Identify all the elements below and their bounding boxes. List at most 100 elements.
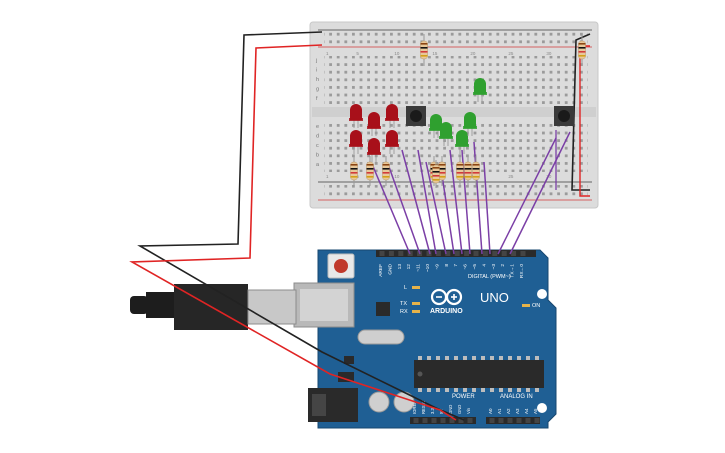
column-number: 25: [508, 174, 514, 179]
reset-button[interactable]: [334, 259, 348, 273]
digital-pin-label: GND: [387, 263, 393, 274]
signal-wire[interactable]: [401, 149, 431, 255]
column-number: 30: [546, 51, 552, 56]
red-led[interactable]: [385, 104, 399, 128]
row-letter: a: [316, 162, 320, 168]
column-number: 1: [326, 51, 329, 56]
arduino-uno-board: L TX RX ON ARDUINO UNO DIGITAL (PWM~) PO…: [293, 249, 557, 429]
signal-wire[interactable]: [387, 163, 421, 255]
header-pin[interactable]: [489, 418, 495, 423]
header-pin[interactable]: [525, 418, 531, 423]
atmega-chip: [414, 360, 544, 388]
signal-wire[interactable]: [473, 141, 483, 255]
rx-led: [412, 310, 420, 313]
header-pin[interactable]: [520, 251, 526, 256]
header-pin[interactable]: [413, 418, 419, 423]
signal-wire[interactable]: [497, 137, 557, 255]
header-pin[interactable]: [440, 418, 446, 423]
resistor[interactable]: [350, 156, 358, 186]
green-led[interactable]: [463, 112, 477, 136]
header-pin[interactable]: [445, 251, 451, 256]
chip-pin: [526, 388, 530, 392]
signal-wire[interactable]: [483, 161, 491, 255]
chip-pin: [526, 356, 530, 360]
header-pin[interactable]: [467, 418, 473, 423]
header-pin[interactable]: [482, 251, 488, 256]
power-wire[interactable]: [129, 44, 457, 421]
digital-pin-label: TX→1: [510, 264, 516, 278]
header-pin[interactable]: [473, 251, 479, 256]
header-pin[interactable]: [507, 418, 513, 423]
red-led[interactable]: [349, 130, 363, 154]
green-led[interactable]: [439, 122, 453, 146]
header-pin[interactable]: [422, 418, 428, 423]
chip-pin: [454, 356, 458, 360]
pushbutton[interactable]: [554, 106, 574, 126]
green-led[interactable]: [429, 114, 443, 138]
digital-pin-label: ~10: [425, 264, 431, 272]
resistor[interactable]: [578, 34, 586, 66]
analog-pin-label: A4: [524, 408, 529, 414]
on-label: ON: [532, 303, 540, 309]
header-pin[interactable]: [379, 251, 385, 256]
resistor[interactable]: [472, 156, 480, 186]
header-pin[interactable]: [501, 251, 507, 256]
header-pin[interactable]: [435, 251, 441, 256]
header-pin[interactable]: [431, 418, 437, 423]
header-pin[interactable]: [454, 251, 460, 256]
usb-plug-metal: [247, 289, 297, 325]
pushbutton[interactable]: [406, 106, 426, 126]
power-pin-label: RESET: [421, 400, 426, 414]
resistor[interactable]: [464, 156, 472, 186]
chip-pins: [418, 356, 539, 392]
header-pin[interactable]: [464, 251, 470, 256]
row-letter: b: [316, 153, 319, 159]
row-letter: c: [316, 143, 319, 149]
header-pin[interactable]: [511, 251, 517, 256]
row-letter: f: [316, 96, 318, 102]
resistor[interactable]: [456, 156, 464, 186]
smd-chip: [376, 302, 390, 316]
red-led[interactable]: [367, 138, 381, 162]
signal-wire[interactable]: [417, 149, 437, 255]
center-channel: [312, 107, 596, 117]
chip-pin: [472, 388, 476, 392]
red-led[interactable]: [367, 112, 381, 136]
signal-wire[interactable]: [425, 161, 447, 255]
tx-led: [412, 302, 420, 305]
header-pin[interactable]: [398, 251, 404, 256]
header-pin[interactable]: [458, 418, 464, 423]
header-pin[interactable]: [534, 418, 540, 423]
regulator: [344, 356, 354, 364]
red-led[interactable]: [349, 104, 363, 128]
row-letter: d: [316, 134, 319, 140]
resistor[interactable]: [366, 156, 374, 186]
header-pin[interactable]: [516, 418, 522, 423]
resistor[interactable]: [420, 34, 428, 66]
header-pin[interactable]: [449, 418, 455, 423]
column-number: 20: [470, 51, 476, 56]
resistor[interactable]: [438, 156, 446, 186]
upper-terminal-holes: [324, 56, 588, 104]
resistor[interactable]: [382, 156, 390, 186]
green-led[interactable]: [473, 78, 487, 102]
header-pin[interactable]: [498, 418, 504, 423]
signal-wire[interactable]: [509, 131, 571, 255]
header-pin[interactable]: [388, 251, 394, 256]
resistor[interactable]: [432, 160, 440, 188]
chip-pin: [445, 356, 449, 360]
power-jack-inner: [312, 394, 326, 416]
green-led[interactable]: [455, 130, 469, 154]
header-pin[interactable]: [492, 251, 498, 256]
analog-pin-label: A5: [533, 408, 538, 414]
mounting-hole: [537, 403, 547, 413]
signal-wire[interactable]: [449, 149, 463, 255]
usb-port-inner: [300, 289, 348, 321]
l-label: L: [404, 285, 407, 291]
chip-notch: [417, 371, 423, 377]
red-led[interactable]: [385, 130, 399, 154]
digital-pin-label: ~9: [434, 264, 440, 270]
signal-wire[interactable]: [371, 163, 411, 255]
header-pin[interactable]: [426, 251, 432, 256]
